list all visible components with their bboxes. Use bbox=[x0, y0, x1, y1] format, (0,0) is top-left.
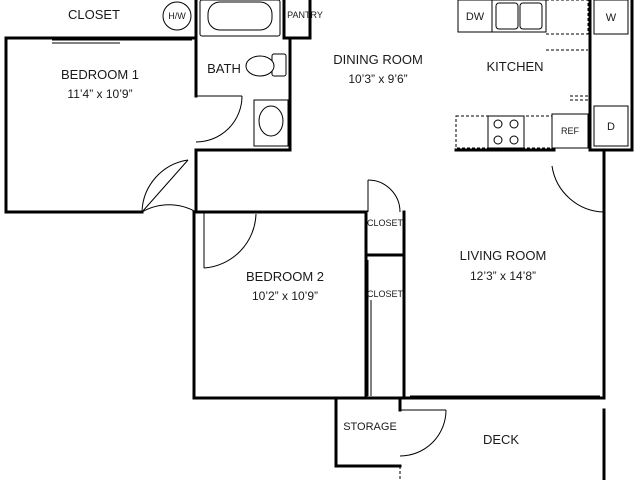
kitchen-label: KITCHEN bbox=[486, 59, 543, 74]
bedroom2-name: BEDROOM 2 bbox=[246, 269, 324, 284]
labels: CLOSET H/W PANTRY BEDROOM 1 11’4” x 10’9… bbox=[61, 7, 617, 447]
dining-name: DINING ROOM bbox=[333, 52, 423, 67]
walls bbox=[4, 0, 634, 480]
pantry-label: PANTRY bbox=[287, 10, 323, 20]
sliding-doors bbox=[52, 39, 600, 480]
dishwasher-label: DW bbox=[466, 11, 485, 23]
bath-label: BATH bbox=[207, 61, 241, 76]
water-heater-icon bbox=[162, 1, 192, 31]
fixtures bbox=[162, 0, 629, 149]
closet-small-2-label: CLOSET bbox=[367, 289, 404, 299]
kitchen-sink-icon bbox=[491, 0, 547, 33]
washer-icon bbox=[593, 0, 629, 35]
dryer-icon bbox=[593, 105, 629, 147]
dryer-label: D bbox=[607, 121, 615, 133]
living-dims: 12’3” x 14’8” bbox=[470, 269, 536, 283]
living-name: LIVING ROOM bbox=[460, 248, 547, 263]
refrigerator-label: REF bbox=[561, 126, 580, 136]
washer-label: W bbox=[606, 12, 617, 24]
doors bbox=[141, 95, 605, 457]
hw-label: H/W bbox=[168, 11, 186, 21]
toilet-icon bbox=[245, 53, 287, 77]
refrigerator-icon bbox=[551, 113, 589, 149]
deck-label: DECK bbox=[483, 432, 519, 447]
bedroom2-dims: 10’2” x 10’9” bbox=[252, 289, 318, 303]
dining-dims: 10’3” x 9’6” bbox=[348, 72, 407, 86]
stove-icon bbox=[487, 115, 525, 149]
closet-top-label: CLOSET bbox=[68, 7, 120, 22]
bedroom1-dims: 11’4” x 10’9” bbox=[67, 87, 132, 101]
bath-sink-icon bbox=[253, 99, 289, 147]
bedroom1-name: BEDROOM 1 bbox=[61, 67, 139, 82]
closet-small-1-label: CLOSET bbox=[367, 218, 404, 228]
storage-label: STORAGE bbox=[343, 421, 397, 433]
